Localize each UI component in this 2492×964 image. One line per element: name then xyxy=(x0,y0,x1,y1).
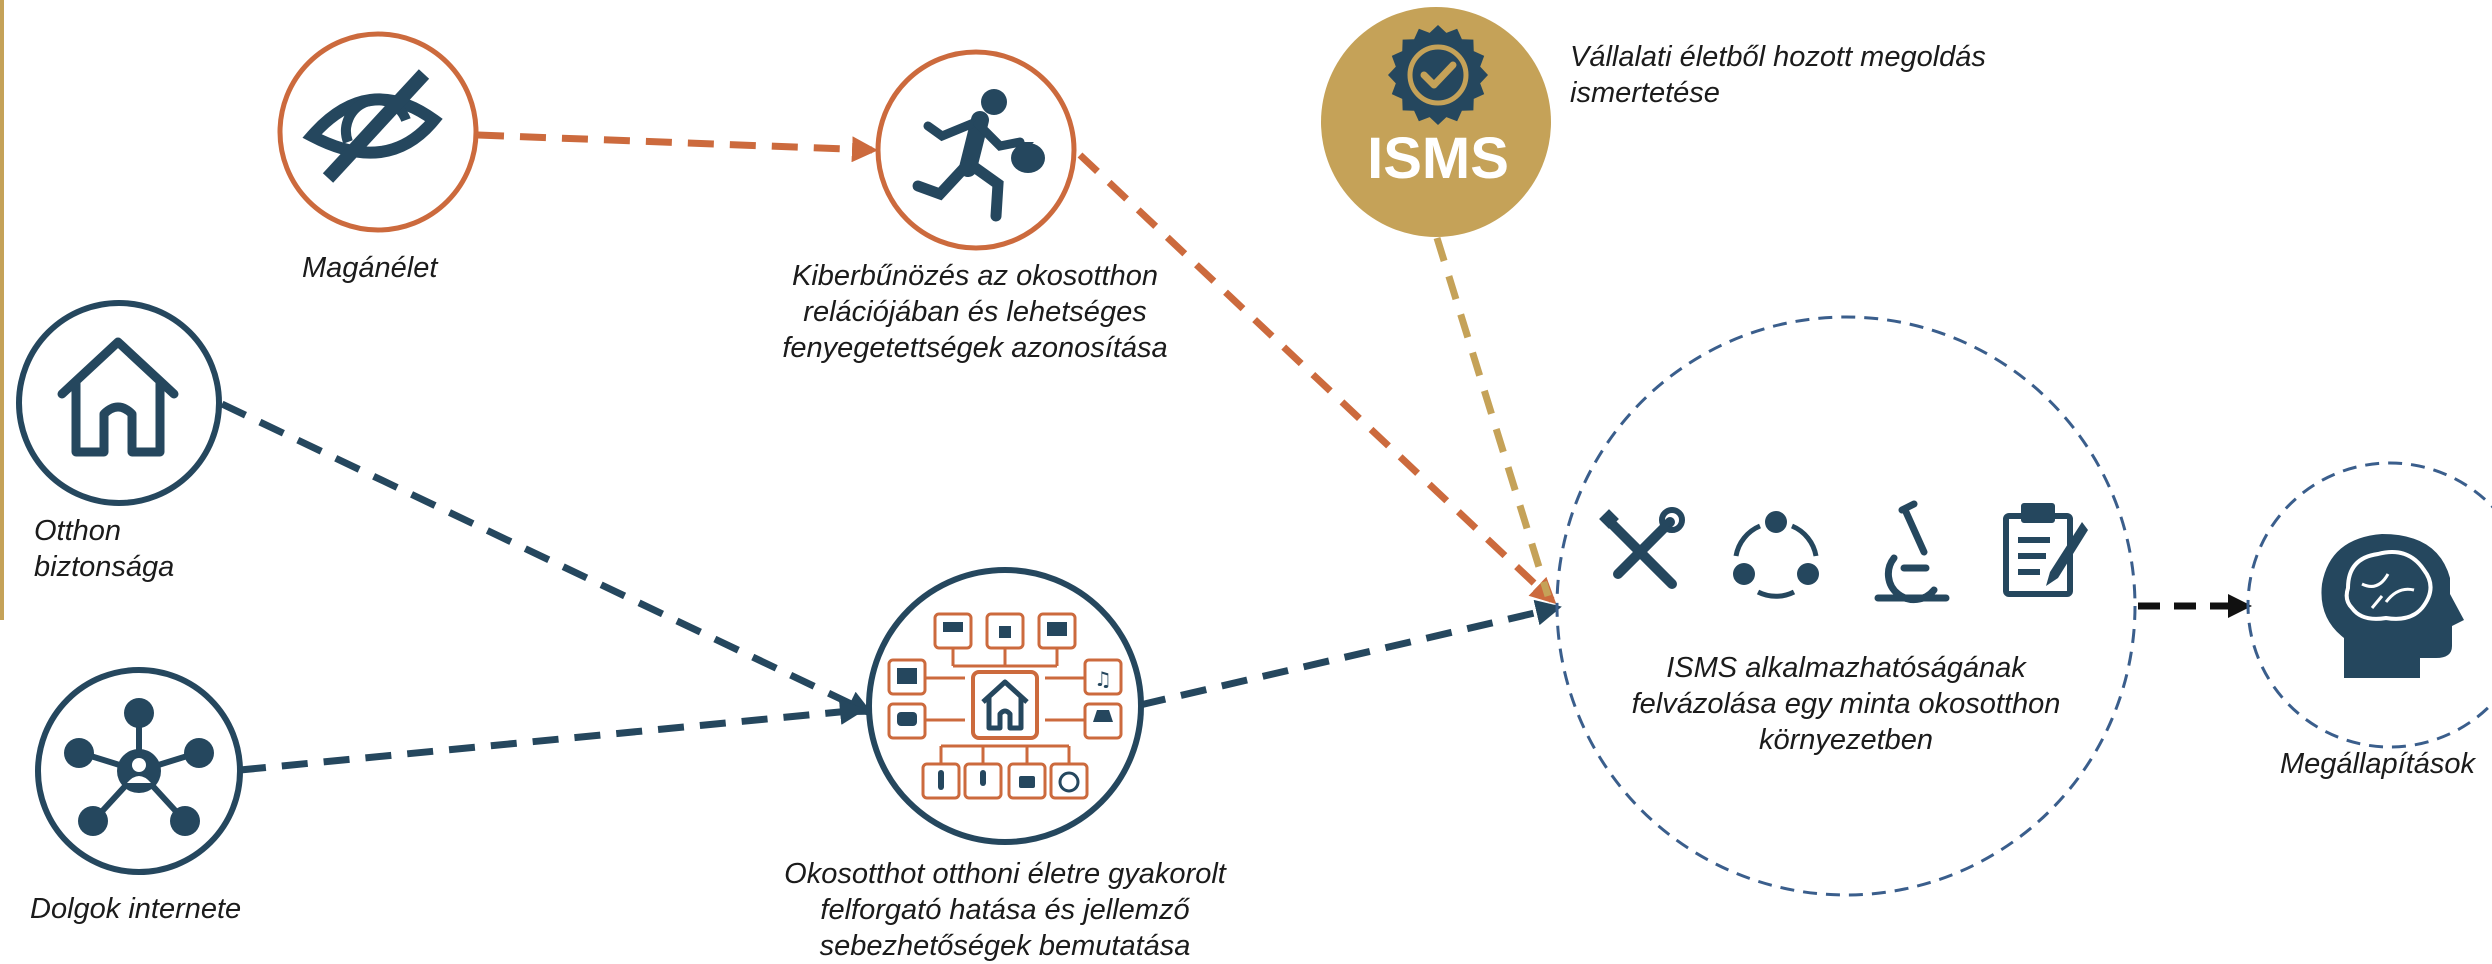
cybercrime-label-line-1: Kiberbűnözés az okosotthon xyxy=(792,260,1158,292)
tools-icon xyxy=(1599,507,1685,589)
arrow-cybercrime-to-isms xyxy=(1077,152,1557,605)
home-security-label: Otthon biztonsága xyxy=(34,513,174,585)
clipboard-icon xyxy=(2003,503,2088,597)
smarthome-label: Okosotthot otthoni életre gyakorolt felf… xyxy=(710,856,1300,964)
isms-outline-label-line-1: ISMS alkalmazhatóságának xyxy=(1666,652,2026,684)
house-icon xyxy=(57,337,179,457)
isms-badge-label: Vállalati életből hozott megoldás ismert… xyxy=(1570,39,1986,111)
isms-badge-label-line-1: Vállalati életből hozott megoldás xyxy=(1570,41,1986,73)
isms-outline-label-line-2: felvázolása egy minta okosotthon xyxy=(1631,688,2061,720)
smarthome-label-line-2: felforgató hatása és jellemző xyxy=(820,894,1190,926)
cycle-icon xyxy=(1733,511,1819,599)
brain-head-icon xyxy=(2321,534,2464,678)
smarthome-label-line-3: sebezhetőségek bemutatása xyxy=(819,930,1191,962)
cybercrime-label-line-2: relációjában és lehetséges xyxy=(803,296,1147,328)
home-security-label-line-1: Otthon xyxy=(34,515,122,547)
arrow-smarthome-to-isms xyxy=(1139,599,1562,709)
arrow-home-to-smarthome xyxy=(220,400,874,716)
iot-label: Dolgok internete xyxy=(30,893,242,925)
privacy-label: Magánélet xyxy=(302,252,438,284)
svg-text:♫: ♫ xyxy=(1094,667,1112,691)
isms-outline-label-line-3: környezetben xyxy=(1758,724,1934,756)
isms-outline-node xyxy=(1555,315,2137,897)
isms-badge-label-line-2: ismertetése xyxy=(1570,77,1720,109)
microscope-icon xyxy=(1874,500,1950,604)
home-security-node xyxy=(16,300,222,506)
smart-home-devices-icon: ♫ xyxy=(887,612,1123,800)
home-security-label-line-2: biztonsága xyxy=(34,551,175,583)
left-accent-bar xyxy=(0,0,4,620)
isms-badge-text: ISMS xyxy=(1367,126,1509,191)
arrow-isms-badge-to-isms xyxy=(1433,236,1552,598)
iot-node xyxy=(35,667,243,875)
running-thief-icon xyxy=(912,89,1045,222)
cybercrime-label: Kiberbűnözés az okosotthon relációjában … xyxy=(740,258,1210,366)
smarthome-node: ♫ xyxy=(866,567,1144,845)
network-people-icon xyxy=(64,698,214,836)
privacy-node xyxy=(277,31,479,233)
eye-slash-icon xyxy=(302,69,443,183)
cybercrime-node xyxy=(875,49,1077,251)
smarthome-label-line-1: Okosotthot otthoni életre gyakorolt xyxy=(784,858,1226,890)
arrow-privacy-to-cybercrime xyxy=(477,131,878,163)
arrow-iot-to-smarthome xyxy=(239,698,866,774)
cybercrime-label-line-3: fenyegetettségek azonosítása xyxy=(782,332,1168,364)
check-seal-icon xyxy=(1388,25,1488,125)
isms-outline-label: ISMS alkalmazhatóságának felvázolása egy… xyxy=(1616,650,2076,758)
findings-node xyxy=(2246,461,2492,749)
isms-badge: ISMS xyxy=(1321,7,1551,237)
findings-label: Megállapítások xyxy=(2280,748,2476,780)
